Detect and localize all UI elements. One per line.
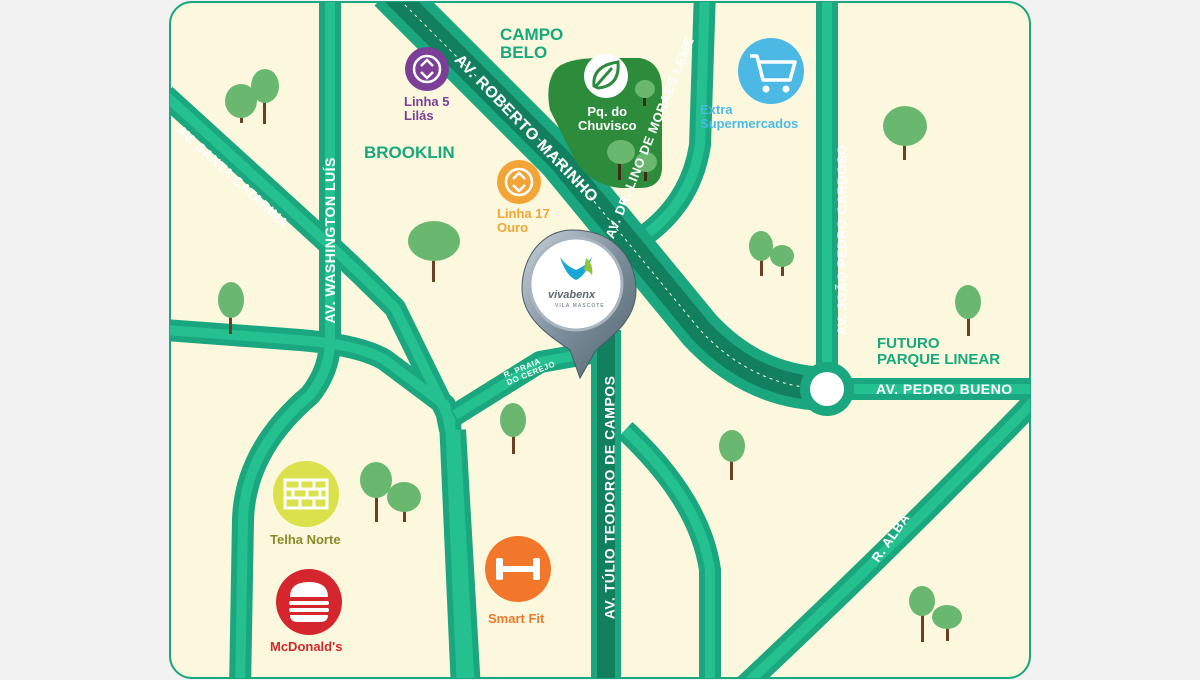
tree-icon (955, 285, 981, 336)
poi-label-smart-fit[interactable]: Smart Fit (488, 611, 545, 626)
burger-icon (276, 569, 342, 635)
street-label-washington-luis: AV. WASHINGTON LUÍS (321, 157, 338, 324)
metro-icon (405, 47, 449, 91)
tree-icon (749, 231, 773, 276)
tree-icon (932, 605, 962, 641)
marker-subtitle: VILA MASCOTE (555, 303, 605, 309)
poi-label-telha-norte[interactable]: Telha Norte (270, 532, 341, 547)
metro-icon (497, 160, 541, 204)
tree-icon (408, 221, 460, 282)
tree-icon (500, 403, 526, 454)
tree-icon (607, 140, 635, 180)
tree-icon (883, 106, 927, 160)
poi-label-mcdonalds[interactable]: McDonald's (270, 639, 343, 654)
cart-icon (738, 38, 804, 104)
location-pin-icon[interactable] (521, 229, 637, 380)
street-label-joao-pedro-cardoso: AV. JOÃO PEDRO CARDOSO (834, 144, 850, 336)
tree-icon (909, 586, 935, 642)
tree-icon (218, 282, 244, 334)
street-label-tulio-teodoro: AV. TÚLIO TEODORO DE CAMPOS (601, 375, 618, 620)
tree-icon (719, 430, 745, 480)
tree-icon (225, 84, 257, 123)
dumbbell-icon (485, 536, 551, 602)
tree-icon (635, 80, 655, 106)
street-label-pedro-bueno: AV. PEDRO BUENO (876, 381, 1013, 397)
trees (218, 69, 981, 642)
district-brooklin: BROOKLIN (364, 143, 455, 162)
tree-icon (360, 462, 392, 522)
marker-brand: vivabenx (548, 289, 596, 301)
tree-icon (251, 69, 279, 124)
tree-icon (387, 482, 421, 522)
tree-icon (770, 245, 794, 276)
bricks-icon (273, 461, 339, 527)
tree-icon (635, 152, 657, 181)
